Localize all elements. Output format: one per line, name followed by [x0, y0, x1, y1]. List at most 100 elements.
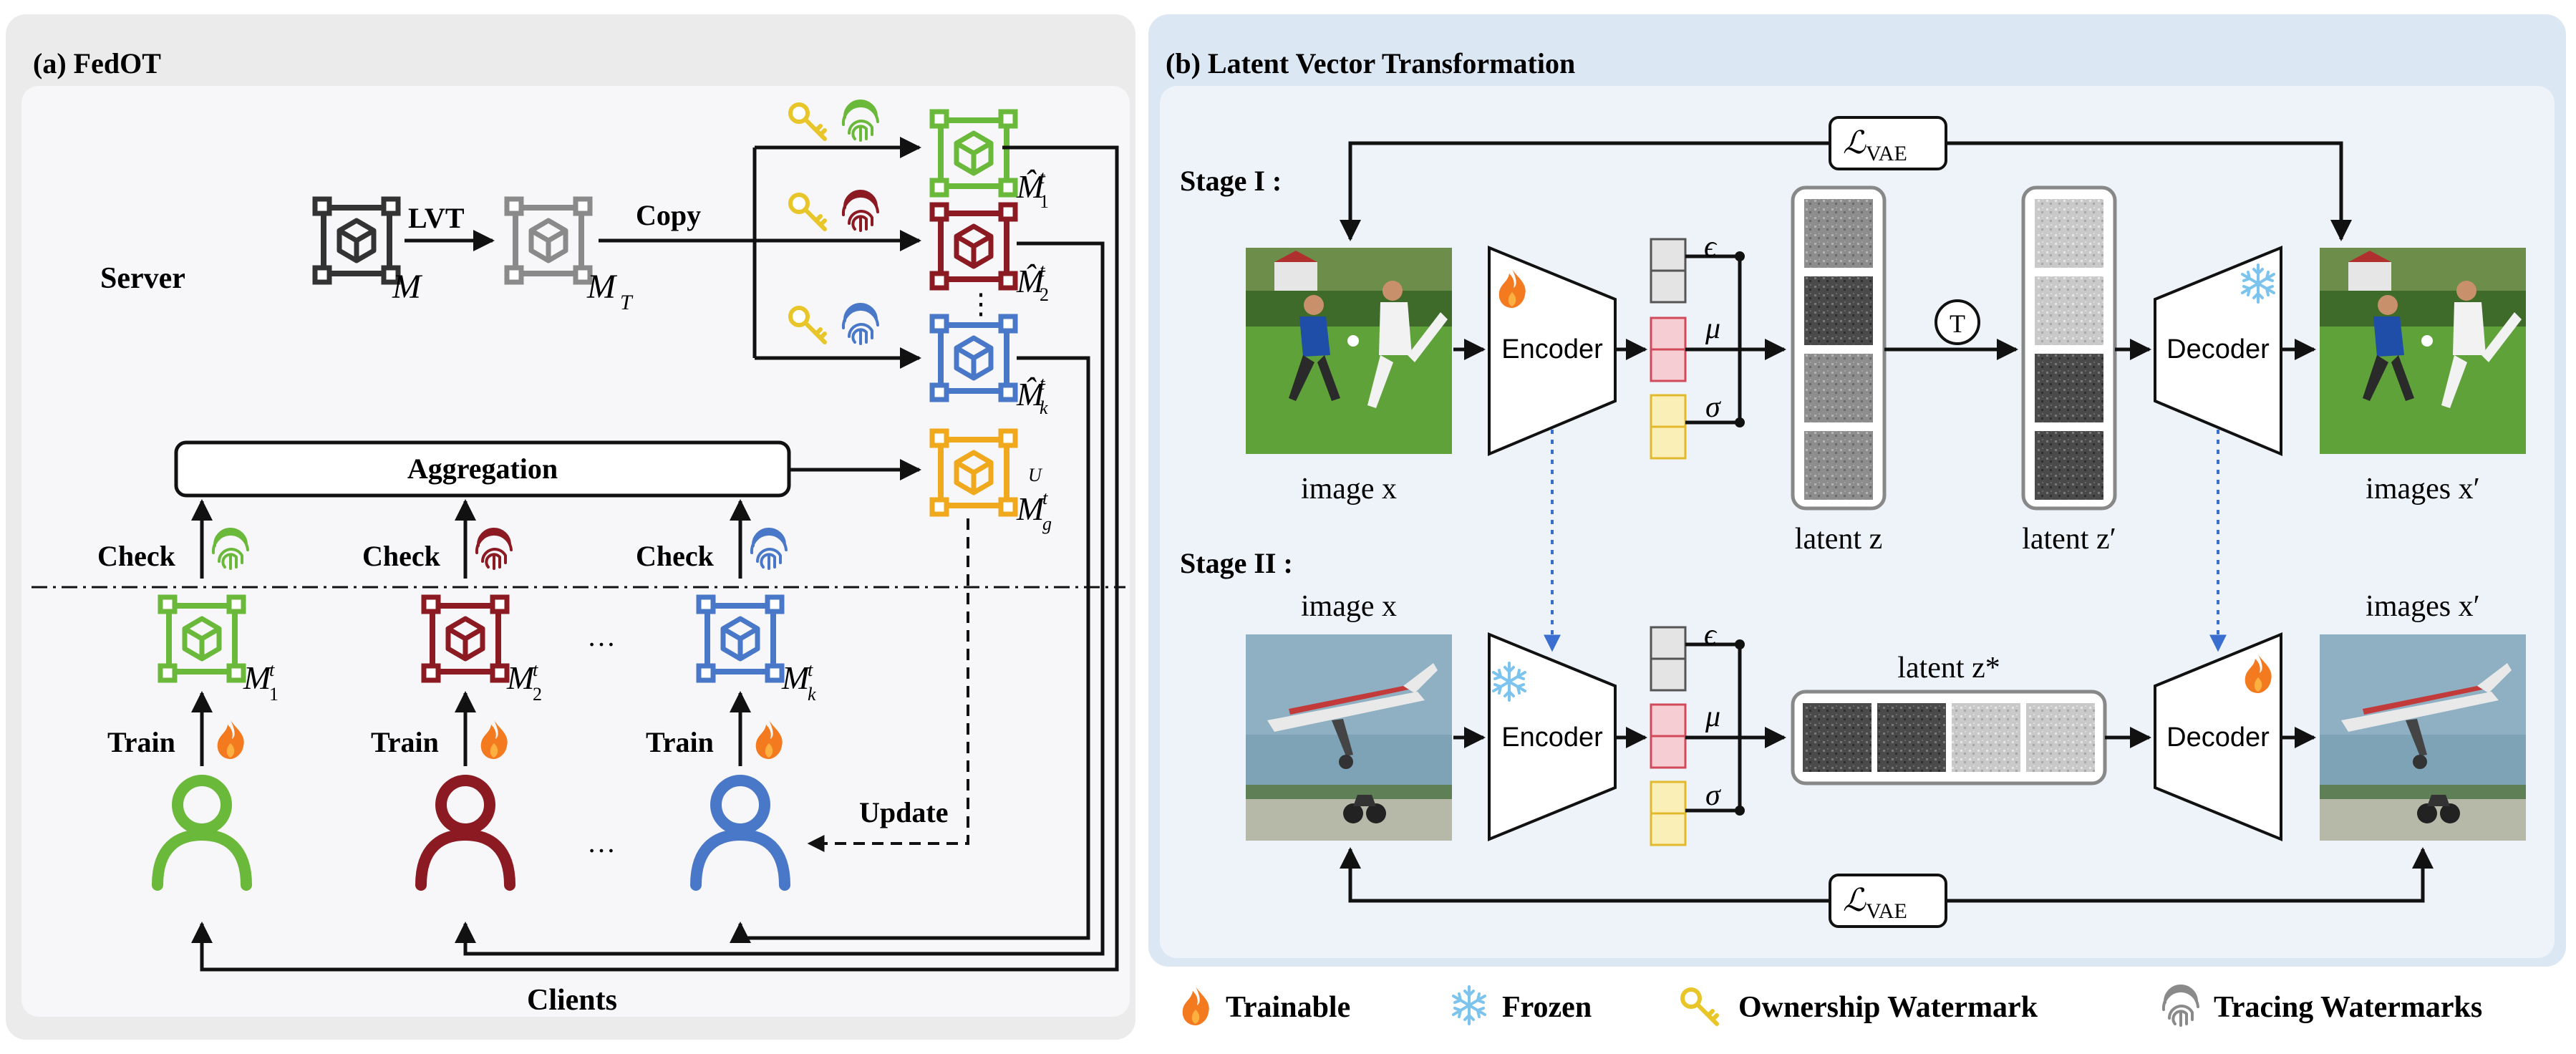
latent-zs-tile-2 — [1877, 703, 1946, 772]
eps-label-1: ϵ — [1704, 231, 1718, 264]
model-mt-label: M — [586, 268, 618, 306]
latent-z-tile-2 — [1804, 276, 1873, 345]
latent-zs-tile-1 — [1803, 703, 1872, 772]
loss-vae-symbol-bottom: ℒ — [1843, 883, 1866, 918]
latent-vectors-stage1 — [1650, 238, 1687, 460]
decoder-label-stage1: Decoder — [2166, 334, 2270, 364]
latent-zp-tile-2 — [2035, 276, 2103, 345]
latent-z-tile-1 — [1804, 199, 1873, 268]
panel-a-title: (a) FedOT — [33, 47, 161, 79]
local-model-1-sup: t — [269, 659, 275, 680]
legend-tracing: Tracing Watermarks — [2214, 991, 2482, 1024]
model-m-label: M — [392, 268, 423, 306]
reparam-bracket-1 — [1685, 254, 1742, 425]
output-image-stage2 — [2320, 634, 2526, 841]
latent-zs-tile-4 — [2026, 703, 2095, 772]
panel-fedot: (a) FedOT Server M LVT M T Copy M̂ t 1 M… — [6, 14, 1136, 1040]
encoder-label-stage2: Encoder — [1501, 722, 1603, 753]
clients-label: Clients — [527, 984, 617, 1017]
latent-vectors-stage2 — [1650, 626, 1687, 846]
decoder-label-stage2: Decoder — [2166, 722, 2270, 753]
local-model-k-sup: t — [808, 659, 813, 680]
reparam-bracket-2 — [1685, 642, 1742, 813]
model-copy-2-sub: 2 — [1040, 284, 1049, 305]
loss-vae-symbol-top: ℒ — [1843, 125, 1866, 160]
input-image-stage1 — [1246, 248, 1452, 454]
latent-zp-tile-4 — [2035, 431, 2103, 500]
sigma-label-1: σ — [1705, 391, 1722, 424]
legend-key-icon — [1682, 990, 1717, 1024]
image-x-label-stage2: image x — [1301, 590, 1397, 623]
train-label-1: Train — [107, 726, 175, 758]
model-copy-1-sub: 1 — [1040, 191, 1049, 212]
aggregation-label: Aggregation — [407, 453, 558, 485]
loss-vae-sub-top: VAE — [1866, 142, 1907, 165]
latent-z-tile-3 — [1804, 354, 1873, 422]
check-label-2: Check — [362, 540, 441, 572]
legend: Trainable Frozen Ownership Watermark Tra… — [1182, 984, 2482, 1027]
images-xp-label-stage1: images x′ — [2366, 473, 2480, 506]
server-label: Server — [100, 262, 185, 295]
latent-z-label: latent z — [1795, 523, 1882, 556]
mu-label-1: μ — [1705, 312, 1720, 345]
input-image-stage2 — [1246, 634, 1452, 841]
loss-arrow-to-input — [1340, 141, 1830, 241]
mu-label-2: μ — [1705, 700, 1720, 733]
model-copy-2-label: M̂ — [1016, 263, 1046, 299]
local-model-k-label: M — [781, 659, 811, 696]
model-global-pre: U — [1028, 465, 1043, 485]
eps-label-2: ϵ — [1704, 619, 1718, 652]
legend-trainable: Trainable — [1226, 991, 1350, 1024]
distribute-arrow-2 — [455, 241, 1105, 956]
panel-a-inner — [21, 86, 1130, 1017]
latent-zs-tile-3 — [1952, 703, 2020, 772]
local-model-1-label: M — [243, 659, 273, 696]
encoder-label-stage1: Encoder — [1501, 334, 1603, 364]
local-ellipsis: … — [587, 620, 616, 652]
transform-circle — [1935, 299, 1980, 345]
update-dashed-arrow — [807, 518, 969, 852]
decoder-stage1 — [2154, 246, 2282, 457]
train-label-2: Train — [371, 726, 439, 758]
local-model-k-sub: k — [808, 684, 816, 705]
distribute-arrow-k — [730, 356, 1090, 943]
check-label-1: Check — [97, 540, 176, 572]
images-xp-label-stage2: images x′ — [2366, 590, 2480, 623]
latent-zp-label: latent z′ — [2022, 523, 2116, 556]
model-copy-k-sub: k — [1040, 397, 1048, 418]
latent-zp-tile-3 — [2035, 354, 2103, 422]
local-model-1-sub: 1 — [269, 684, 279, 705]
model-copy-2-sup: t — [1040, 260, 1045, 281]
stage-1-label: Stage I : — [1180, 165, 1282, 197]
local-model-2-sup: t — [533, 659, 538, 680]
local-model-2-sub: 2 — [533, 684, 542, 705]
model-global-label: M — [1016, 490, 1046, 527]
loss-vae-sub-bottom: VAE — [1866, 899, 1907, 923]
check-label-k: Check — [636, 540, 715, 572]
model-copy-k-sup: t — [1040, 373, 1045, 394]
output-image-stage1 — [2320, 248, 2526, 454]
legend-snowflake-icon — [1452, 985, 1486, 1025]
legend-fingerprint-icon — [2161, 984, 2199, 1027]
legend-ownership: Ownership Watermark — [1738, 991, 2038, 1024]
stage-2-label: Stage II : — [1180, 547, 1293, 579]
latent-z-tile-4 — [1804, 431, 1873, 500]
transform-label: T — [1950, 309, 1965, 338]
legend-frozen: Frozen — [1502, 991, 1592, 1024]
copy-ellipsis: ⋮ — [967, 288, 995, 320]
model-global-sup: t — [1042, 488, 1048, 508]
distribute-arrow-1 — [191, 145, 1119, 972]
loss-arrow-to-input-2 — [1340, 847, 1830, 903]
panel-lvt: (b) Latent Vector Transformation Stage I… — [1148, 14, 2566, 967]
panel-b-title: (b) Latent Vector Transformation — [1166, 47, 1575, 79]
latent-zp-tile-1 — [2035, 199, 2103, 268]
sigma-label-2: σ — [1705, 779, 1722, 812]
client-ellipsis: … — [587, 826, 616, 859]
image-x-label-stage1: image x — [1301, 473, 1397, 506]
update-label: Update — [859, 796, 948, 828]
copy-label: Copy — [636, 199, 701, 231]
model-mt-sub: T — [620, 291, 634, 314]
model-global-sub: g — [1042, 513, 1052, 534]
loss-arrow-to-output-2 — [1946, 847, 2434, 903]
